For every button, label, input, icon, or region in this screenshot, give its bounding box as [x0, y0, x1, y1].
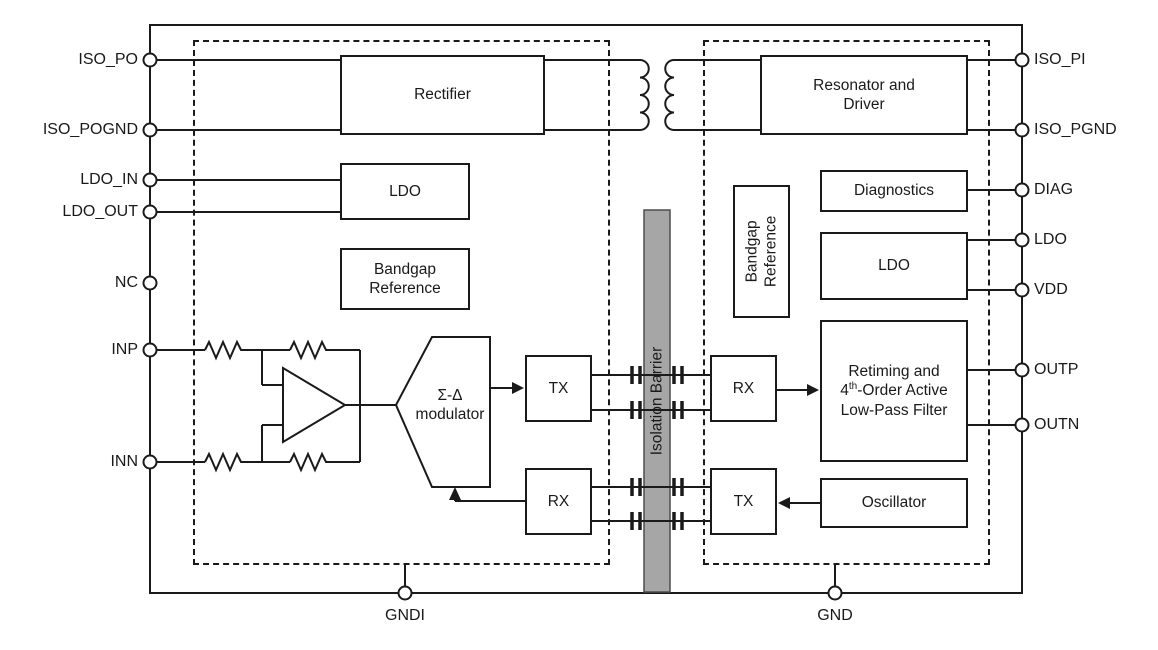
modulator-label-wrap: Σ-Δ modulator	[410, 383, 490, 427]
diagnostics-block: Diagnostics	[820, 170, 968, 212]
filter-label-sup: th	[848, 381, 858, 393]
modulator-to-tx-arrow	[490, 382, 524, 394]
package-outline	[149, 24, 1023, 594]
diagnostics-label: Diagnostics	[853, 182, 935, 200]
modulator-label: Σ-Δ modulator	[415, 386, 485, 423]
input-resistor-network	[150, 339, 361, 473]
pin-label-inp: INP	[111, 341, 138, 358]
oscillator-block: Oscillator	[820, 478, 968, 528]
pin-label-vdd: VDD	[1034, 281, 1068, 298]
rx-right-block: RX	[710, 355, 777, 422]
amplifier-triangle	[282, 366, 347, 444]
barrier-crossing-wires	[592, 374, 710, 522]
ldo-left-label: LDO	[389, 182, 421, 200]
ldo-right-block: LDO	[820, 232, 968, 300]
bandgap-right-label: Bandgap Reference	[743, 215, 780, 288]
rx-to-filter-arrow	[777, 384, 819, 396]
rx-left-block: RX	[525, 468, 592, 535]
pin-label-gndi: GNDI	[385, 607, 425, 624]
pin-label-iso-pognd: ISO_POGND	[42, 121, 138, 138]
sigma-delta-modulator-shape	[394, 336, 491, 488]
pin-label-ldo-in: LDO_IN	[80, 171, 138, 188]
pin-label-outp: OUTP	[1034, 361, 1079, 378]
rx-right-label: RX	[732, 379, 755, 397]
transformer-coils	[545, 59, 760, 131]
resonator-driver-label: Resonator and Driver	[813, 76, 915, 113]
left-pin-wires	[150, 59, 340, 213]
filter-label-prefix: Retiming and 4	[840, 362, 940, 400]
bandgap-right-block: Bandgap Reference	[733, 185, 790, 318]
pin-label-diag: DIAG	[1034, 181, 1074, 198]
filter-label: Retiming and 4th-Order Active Low-Pass F…	[840, 362, 948, 420]
resonator-driver-block: Resonator and Driver	[760, 55, 968, 135]
pin-label-outn: OUTN	[1034, 416, 1080, 433]
tx-left-block: TX	[525, 355, 592, 422]
rectifier-block: Rectifier	[340, 55, 545, 135]
rx-to-modulator-arrow	[449, 487, 525, 502]
tx-right-label: TX	[733, 492, 754, 510]
pin-label-ldo-out: LDO_OUT	[62, 203, 138, 220]
pin-label-iso-pi: ISO_PI	[1034, 51, 1086, 68]
pin-label-iso-pgnd: ISO_PGND	[1034, 121, 1117, 138]
rectifier-label: Rectifier	[414, 86, 471, 104]
filter-label-suffix: -Order Active Low-Pass Filter	[840, 382, 948, 419]
right-dashed-boundary	[703, 40, 990, 565]
ground-stubs	[404, 565, 836, 593]
isolation-barrier-label-wrap: Isolation Barrier	[644, 210, 670, 592]
bandgap-left-block: Bandgap Reference	[340, 248, 470, 310]
tx-right-block: TX	[710, 468, 777, 535]
pin-label-inn: INN	[110, 453, 138, 470]
isolation-capacitors	[630, 366, 684, 530]
oscillator-label: Oscillator	[861, 494, 927, 512]
ldo-left-block: LDO	[340, 163, 470, 220]
filter-block: Retiming and 4th-Order Active Low-Pass F…	[820, 320, 968, 462]
bandgap-left-label: Bandgap Reference	[369, 260, 441, 297]
oscillator-to-tx-arrow	[778, 497, 820, 509]
pin-label-nc: NC	[114, 274, 138, 291]
ldo-right-label: LDO	[878, 257, 910, 275]
rx-left-label: RX	[547, 492, 570, 510]
isolation-barrier-label: Isolation Barrier	[648, 346, 666, 456]
left-dashed-boundary	[193, 40, 610, 565]
tx-left-label: TX	[548, 379, 569, 397]
pin-circles	[142, 52, 1030, 601]
pin-label-gnd: GND	[817, 607, 853, 624]
right-pin-wires	[968, 59, 1022, 426]
pin-label-ldo: LDO	[1034, 231, 1067, 248]
pin-label-iso-po: ISO_PO	[78, 51, 138, 68]
isolation-barrier-bar	[643, 209, 671, 593]
